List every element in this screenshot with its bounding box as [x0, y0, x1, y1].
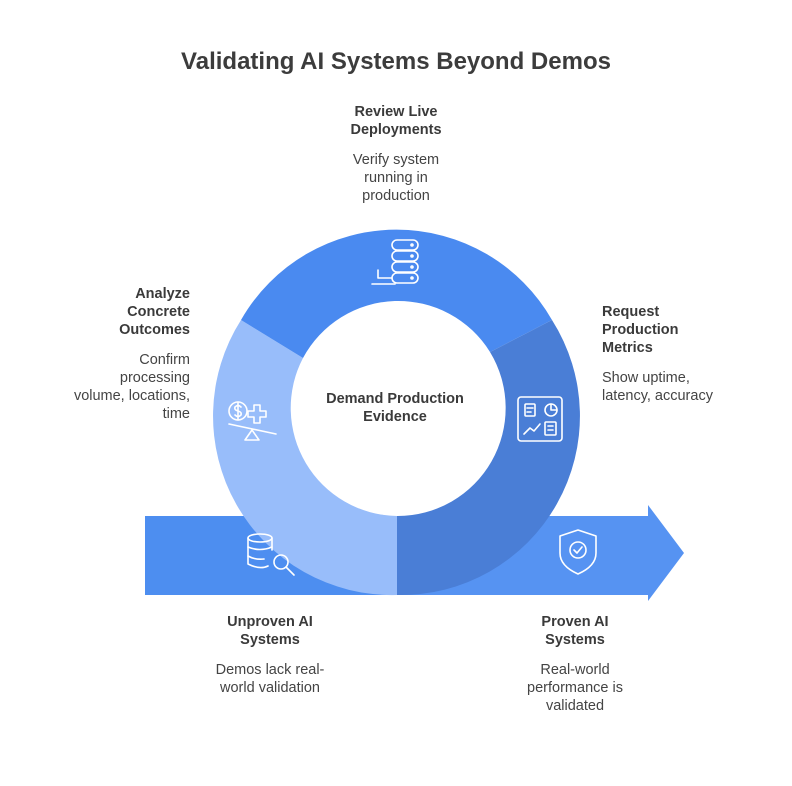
- step-analyze-heading: Analyze Concrete Outcomes: [119, 286, 190, 338]
- step-request-heading: Request Production Metrics: [602, 304, 679, 356]
- money-health-balance-icon: [228, 401, 277, 441]
- step-review-heading: Review Live Deployments: [350, 104, 442, 138]
- step-proven: Proven AI Systems Real-world performance…: [490, 613, 660, 715]
- server-stack-icon: [371, 239, 419, 285]
- step-unproven-description: Demos lack real- world validation: [215, 662, 325, 696]
- step-review-description: Verify system running in production: [352, 152, 440, 204]
- step-analyze: Analyze Concrete Outcomes Confirm proces…: [40, 285, 190, 423]
- ring-segment-review: [241, 229, 552, 358]
- step-request-description: Show uptime, latency, accuracy: [602, 370, 713, 404]
- step-proven-description: Real-world performance is validated: [527, 662, 623, 714]
- database-search-icon: [247, 533, 295, 576]
- step-unproven: Unproven AI Systems Demos lack real- wor…: [180, 613, 360, 697]
- shield-check-icon: [559, 529, 597, 575]
- dashboard-chart-icon: [517, 396, 563, 442]
- step-proven-heading: Proven AI Systems: [541, 614, 609, 648]
- step-request: Request Production Metrics Show uptime, …: [602, 303, 772, 405]
- step-analyze-description: Confirm processing volume, locations, ti…: [73, 352, 190, 422]
- step-review: Review Live Deployments Verify system ru…: [320, 103, 472, 205]
- ring-segment-request: [397, 320, 580, 596]
- diagram-title: Validating AI Systems Beyond Demos: [181, 48, 611, 75]
- step-unproven-heading: Unproven AI Systems: [227, 614, 313, 648]
- center-label: Demand Production Evidence: [326, 391, 464, 425]
- ring-segment-analyze: [213, 320, 397, 596]
